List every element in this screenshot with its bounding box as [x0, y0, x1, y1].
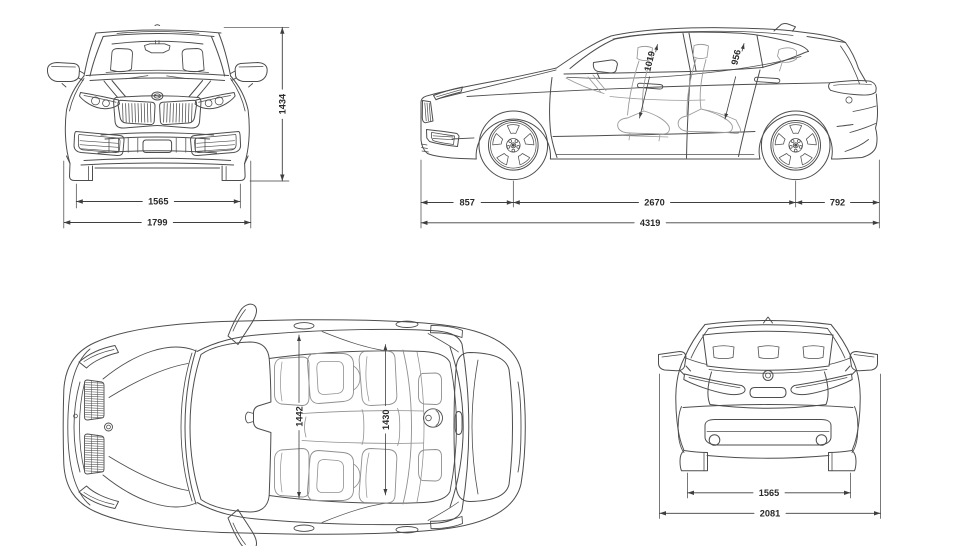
svg-text:792: 792	[830, 198, 845, 208]
svg-text:2670: 2670	[644, 198, 664, 208]
svg-text:956: 956	[729, 49, 742, 66]
svg-text:1434: 1434	[278, 93, 288, 114]
svg-text:4319: 4319	[640, 218, 660, 228]
svg-text:1565: 1565	[148, 197, 168, 207]
svg-text:1430: 1430	[381, 410, 391, 430]
svg-text:1442: 1442	[294, 406, 304, 426]
svg-text:857: 857	[459, 198, 474, 208]
svg-text:1799: 1799	[147, 218, 167, 228]
svg-text:1565: 1565	[759, 488, 779, 498]
svg-text:1019: 1019	[642, 50, 657, 72]
svg-text:2081: 2081	[760, 509, 780, 519]
